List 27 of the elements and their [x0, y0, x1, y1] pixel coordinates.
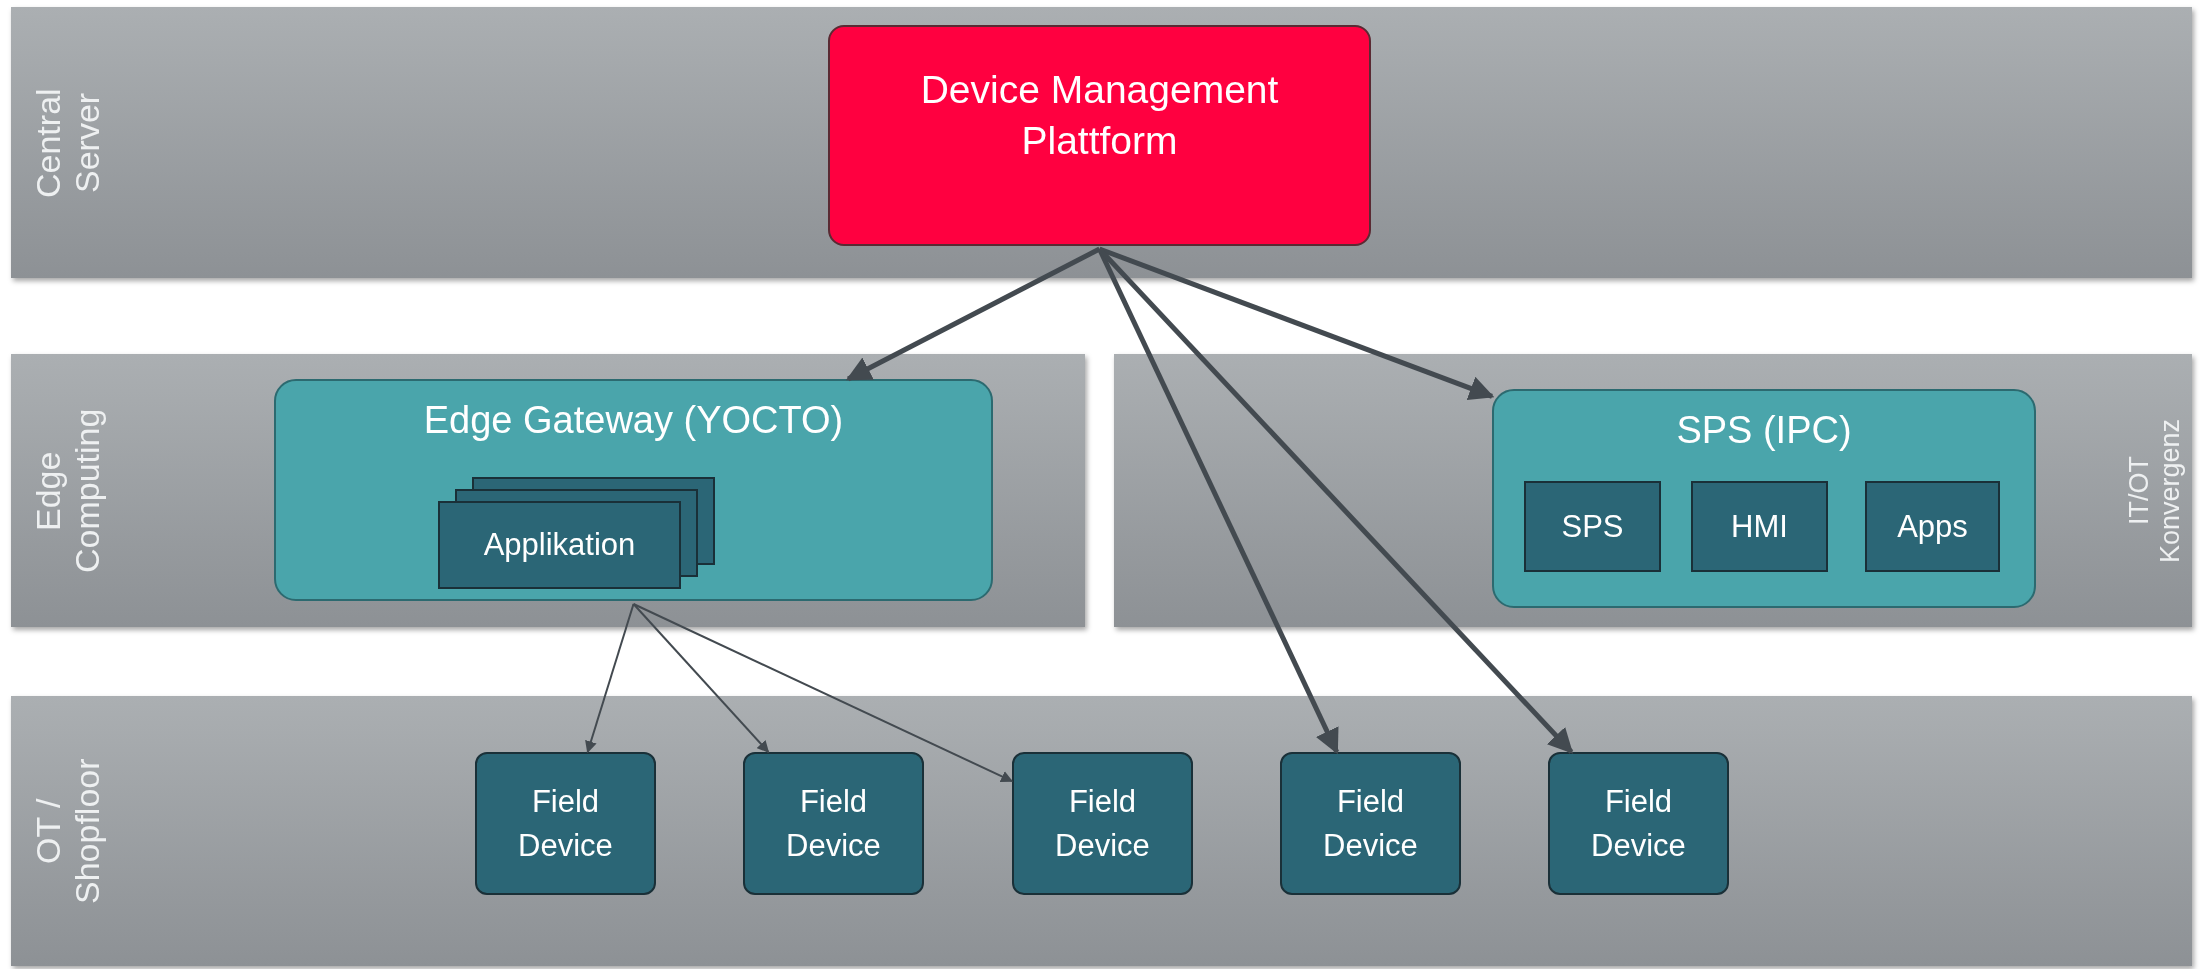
component-box: SPS: [1524, 481, 1661, 572]
container-box: [274, 379, 993, 601]
component-box: Field Device: [1012, 752, 1193, 895]
layer-band: [1114, 354, 2192, 627]
arrow: [585, 603, 635, 754]
component-box: Field Device: [1280, 752, 1461, 895]
arrow: [632, 603, 1014, 783]
component-box: HMI: [1691, 481, 1828, 572]
container-box: [1492, 389, 2036, 608]
component-box: Field Device: [475, 752, 656, 895]
layer-band: [11, 7, 2192, 278]
component-box: Apps: [1865, 481, 2000, 572]
component-box: Field Device: [743, 752, 924, 895]
arrow: [845, 246, 1101, 382]
arrow: [1098, 246, 1495, 401]
layer-band: [11, 354, 1085, 627]
layer-label: OT / Shopfloor: [29, 757, 108, 906]
layer-band: [11, 696, 2192, 966]
container-title: Edge Gateway (YOCTO): [422, 399, 845, 442]
container-title: SPS (IPC): [1675, 409, 1853, 452]
platform-box: Device Management Plattform: [828, 25, 1371, 246]
component-box: Applikation: [438, 501, 681, 589]
component-box: Field Device: [1548, 752, 1729, 895]
layer-label: Edge Computing: [29, 407, 108, 575]
layer-label: IT/OT Konvergenz: [2123, 417, 2186, 565]
arrow: [632, 603, 770, 753]
layer-label: Central Server: [29, 86, 108, 200]
